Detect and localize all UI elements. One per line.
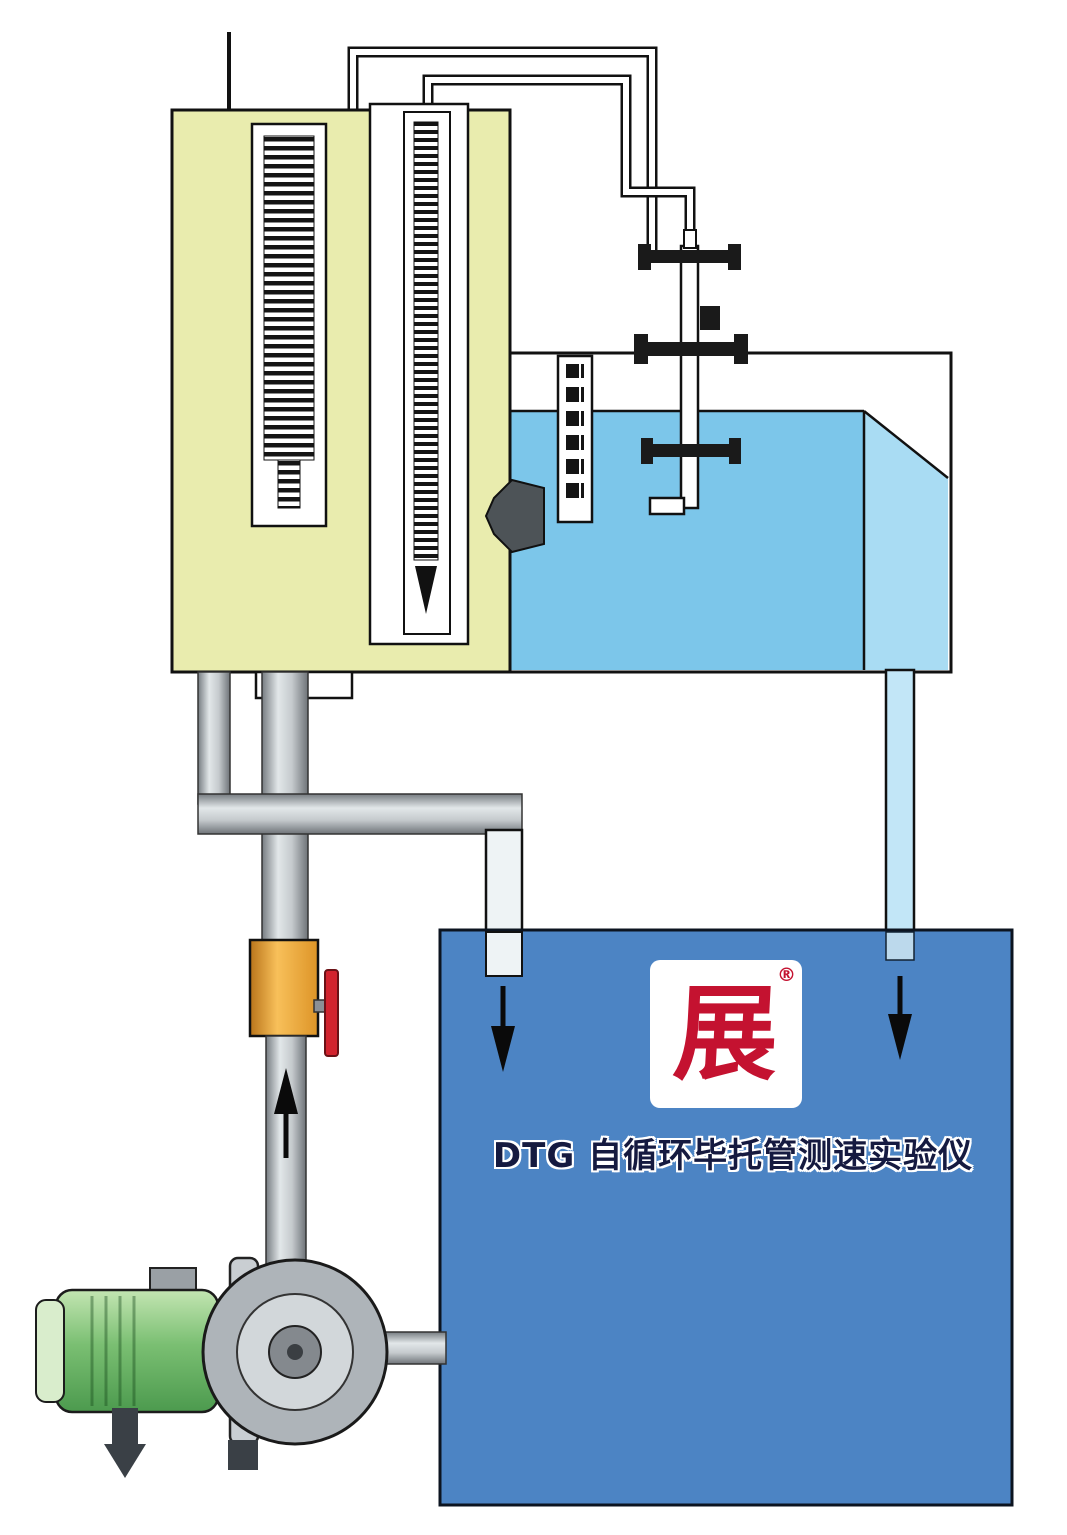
registered-trademark-icon: ® xyxy=(777,964,796,986)
logo-glyph: 展 xyxy=(670,973,782,1095)
pitot-tip xyxy=(648,496,686,516)
left-manometer-scale xyxy=(250,122,328,528)
return-pipe xyxy=(197,671,523,835)
tank-inlet-pipe xyxy=(484,828,524,936)
flow-arrow-down-right xyxy=(888,976,912,1060)
flange-top xyxy=(638,244,741,270)
pitot-stem xyxy=(679,244,700,510)
return-pipe-horizontal xyxy=(197,793,523,835)
manometer-needle xyxy=(415,566,437,614)
right-manometer-tube xyxy=(368,102,470,646)
pressure-tap-tubing xyxy=(347,46,696,252)
motor-end-cap xyxy=(35,1299,65,1403)
flange-low xyxy=(641,438,741,464)
drain-pipe xyxy=(884,668,916,934)
flange-mid xyxy=(634,334,748,364)
tank-level-scale xyxy=(556,354,594,524)
flow-control-valve xyxy=(248,938,339,1057)
centrifugal-pump xyxy=(35,1256,389,1478)
instrument-title: DTG 自循环毕托管测速实验仪 xyxy=(492,1136,974,1176)
valve-handle xyxy=(324,969,339,1057)
flow-arrow-down-left xyxy=(491,986,515,1072)
tank-inlet-pipe-inside xyxy=(485,931,523,977)
flow-arrow-up xyxy=(274,1068,298,1158)
side-fitting xyxy=(700,306,720,330)
pitot-tube-assembly xyxy=(634,229,748,516)
motor xyxy=(35,1267,220,1414)
pump-feet xyxy=(104,1408,258,1478)
water-corner xyxy=(864,411,948,670)
jet-nozzle xyxy=(484,478,545,554)
manometer-panel xyxy=(170,102,512,674)
brand-logo: 展 ® xyxy=(650,960,802,1108)
drain-pipe-inside xyxy=(885,931,915,961)
pump-housing xyxy=(201,1258,389,1446)
